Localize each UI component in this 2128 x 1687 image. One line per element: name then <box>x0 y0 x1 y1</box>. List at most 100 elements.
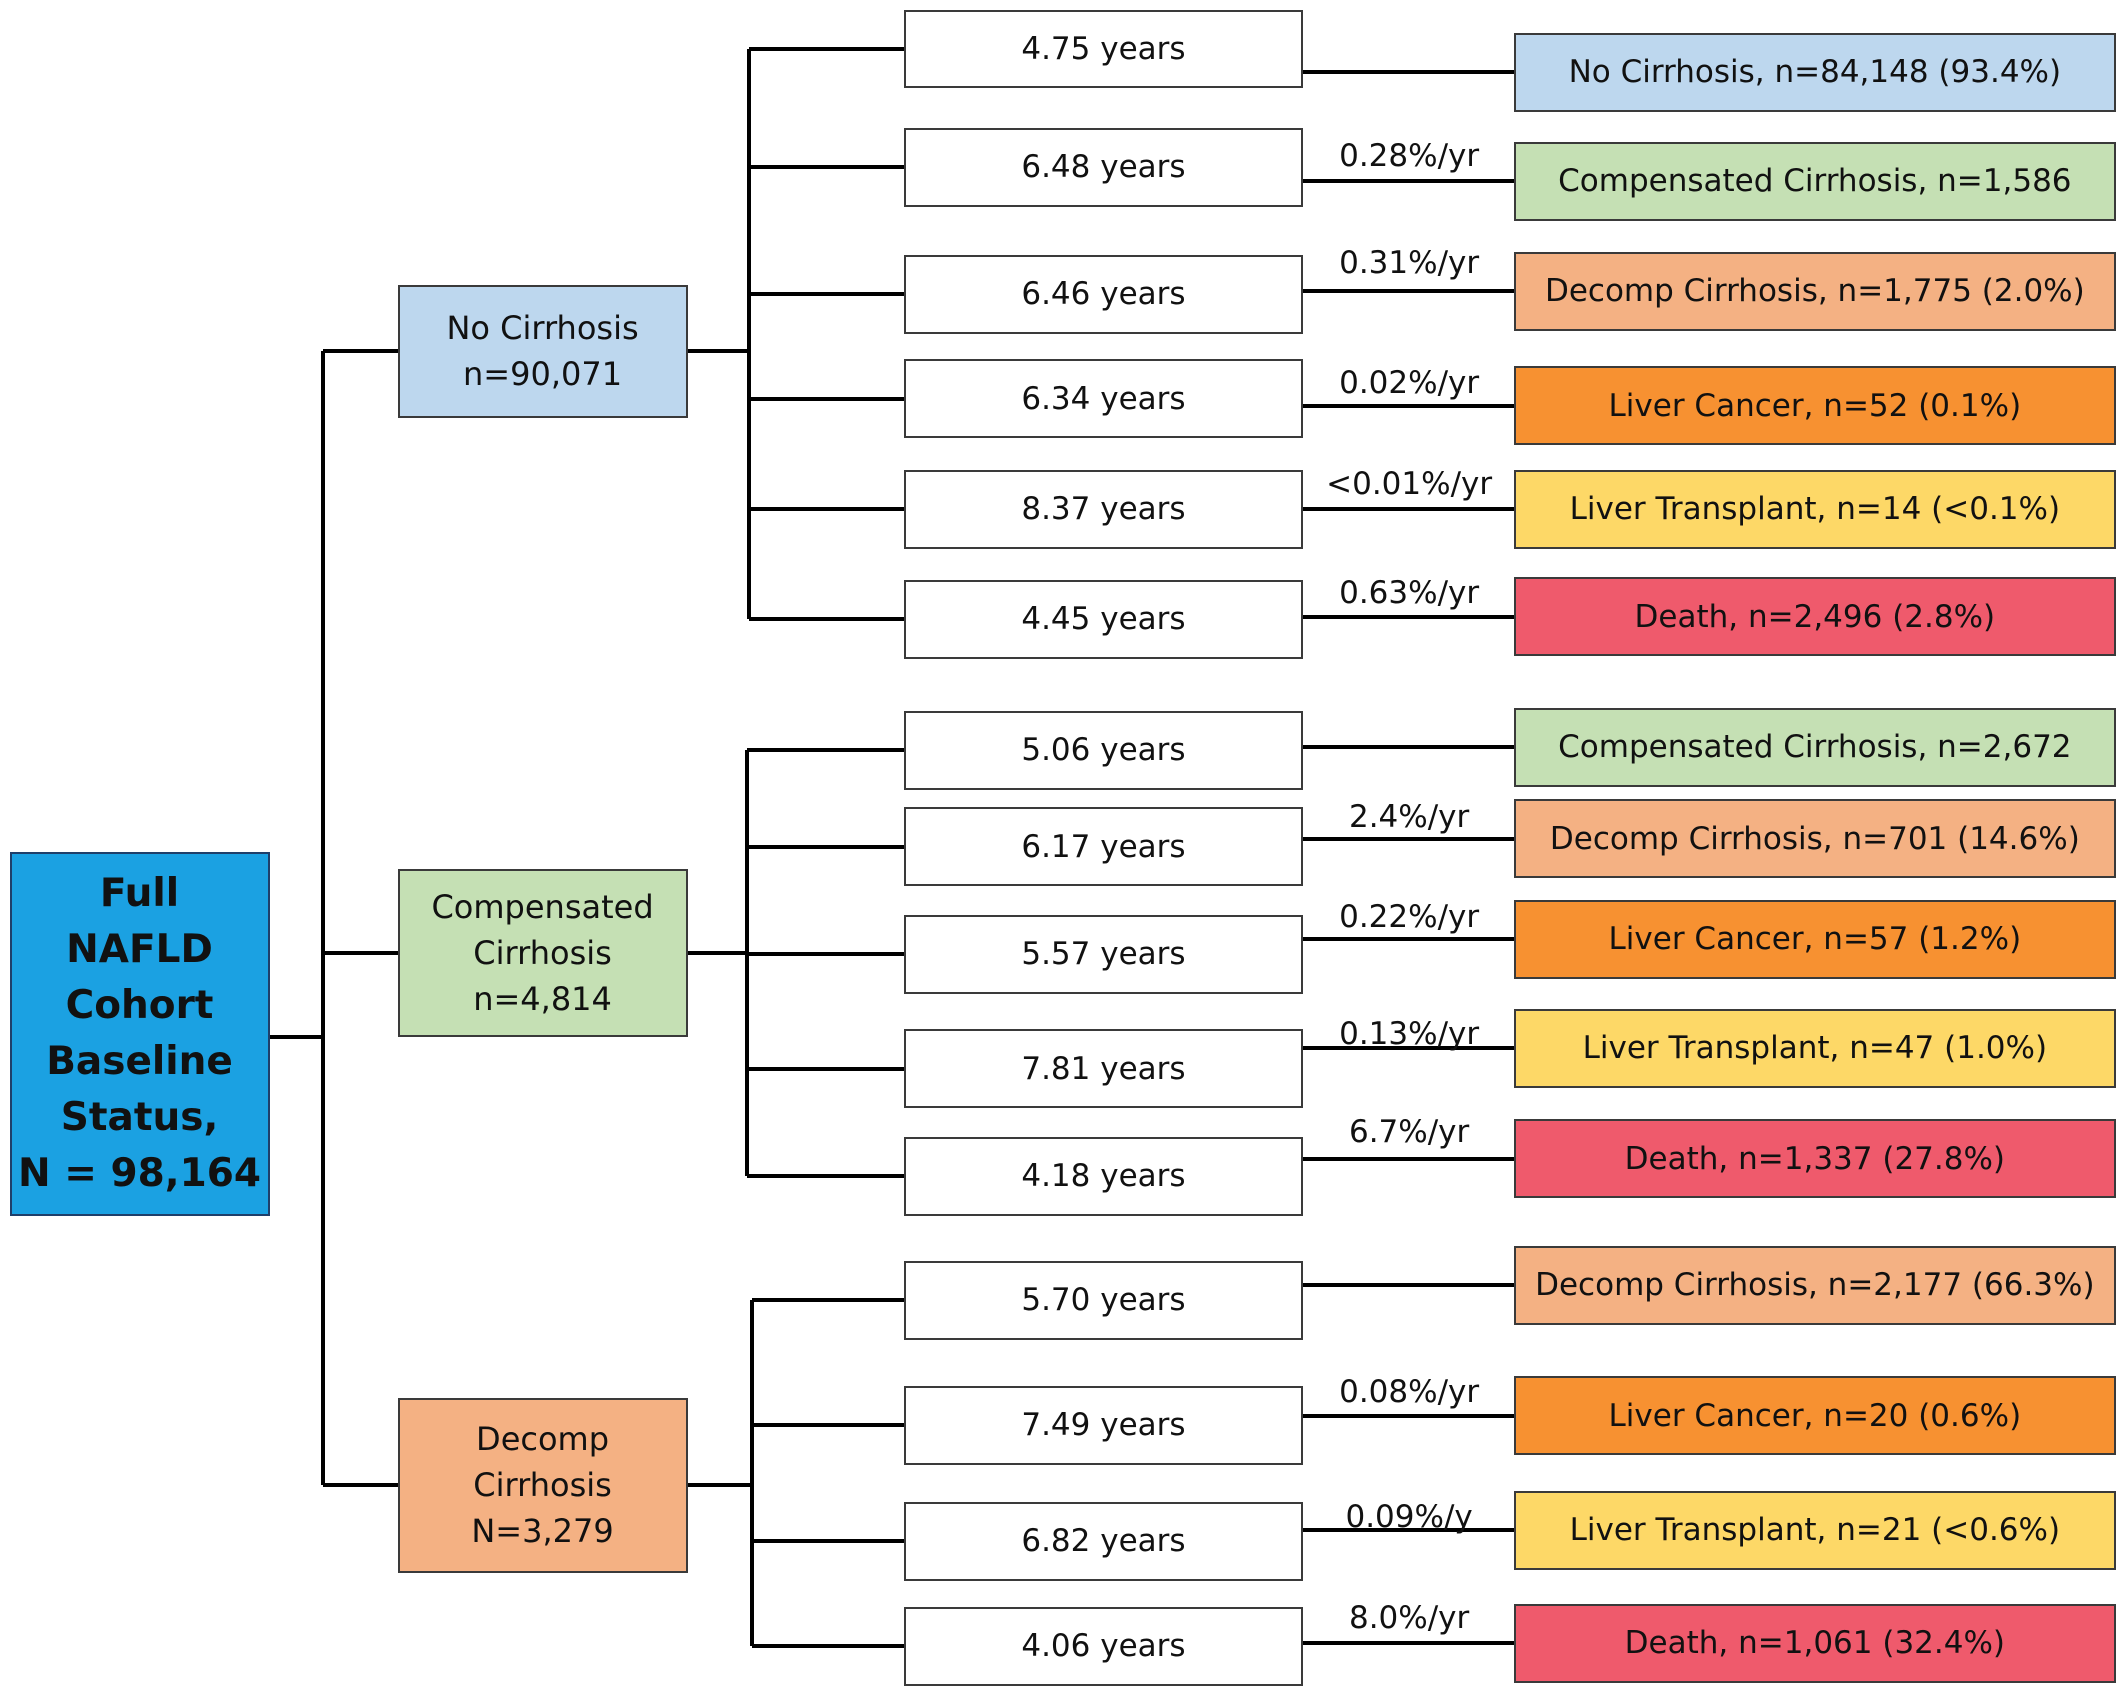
duration-box: 6.82 years <box>904 1501 1303 1581</box>
bus-to-duration-line <box>747 748 905 753</box>
duration-box: 5.70 years <box>904 1260 1303 1340</box>
bus-to-duration-line <box>748 292 905 297</box>
box-text-line: NAFLD <box>66 927 213 973</box>
duration-label: 5.70 years <box>1021 1282 1186 1319</box>
outcome-label: Death, n=2,496 (2.8%) <box>1634 598 1996 635</box>
group-to-bus-line <box>687 349 749 354</box>
annual-rate-label: <0.01%/yr <box>1326 465 1493 502</box>
outcome-box: Liver Cancer, n=52 (0.1%) <box>1513 366 2116 446</box>
box-text-line: Cirrhosis <box>473 934 612 973</box>
outcome-label: Liver Cancer, n=57 (1.2%) <box>1608 921 2022 958</box>
trunk-branch-line <box>322 1483 398 1488</box>
duration-to-outcome-line <box>1302 937 1514 942</box>
duration-box: 6.48 years <box>904 127 1303 207</box>
duration-to-outcome-line <box>1302 1641 1514 1646</box>
outcome-box: Liver Transplant, n=14 (<0.1%) <box>1513 469 2116 549</box>
outcome-label: Decomp Cirrhosis, n=1,775 (2.0%) <box>1544 273 2085 310</box>
bus-to-duration-line <box>751 1423 905 1428</box>
duration-label: 4.18 years <box>1021 1158 1186 1195</box>
duration-box: 7.81 years <box>904 1029 1303 1109</box>
duration-box: 6.17 years <box>904 807 1303 887</box>
box-text-line: n=4,814 <box>473 980 612 1019</box>
box-text-line: Baseline <box>46 1039 233 1085</box>
duration-box: 6.34 years <box>904 359 1303 439</box>
trunk-branch-line <box>322 349 398 354</box>
bus-to-duration-line <box>747 844 905 849</box>
outcome-box: Decomp Cirrhosis, n=701 (14.6%) <box>1513 799 2116 879</box>
outcome-label: Compensated Cirrhosis, n=2,672 <box>1558 729 2072 766</box>
bus-to-duration-line <box>748 165 905 170</box>
outcome-label: Death, n=1,061 (32.4%) <box>1624 1625 2006 1662</box>
duration-box: 4.18 years <box>904 1136 1303 1216</box>
duration-to-outcome-line <box>1302 289 1514 294</box>
duration-box: 7.49 years <box>904 1385 1303 1465</box>
box-text-line: Compensated <box>431 888 654 927</box>
group-bus-line <box>745 750 750 1177</box>
outcome-box: Liver Transplant, n=47 (1.0%) <box>1513 1008 2116 1088</box>
duration-label: 6.48 years <box>1021 149 1186 186</box>
box-text-line: Status, <box>60 1095 219 1141</box>
duration-label: 4.75 years <box>1021 30 1186 67</box>
box-text-line: No Cirrhosis <box>446 309 639 348</box>
bus-to-duration-line <box>751 1539 905 1544</box>
outcome-box: Death, n=1,337 (27.8%) <box>1513 1119 2116 1199</box>
outcome-label: No Cirrhosis, n=84,148 (93.4%) <box>1568 54 2062 91</box>
outcome-label: Compensated Cirrhosis, n=1,586 <box>1558 163 2072 200</box>
duration-box: 4.45 years <box>904 579 1303 659</box>
annual-rate-label: 0.09%/y <box>1345 1498 1473 1535</box>
outcome-box: Death, n=1,061 (32.4%) <box>1513 1603 2116 1683</box>
outcome-label: Decomp Cirrhosis, n=701 (14.6%) <box>1549 820 2080 857</box>
box-text-line: n=90,071 <box>463 355 623 394</box>
outcome-label: Liver Cancer, n=20 (0.6%) <box>1608 1397 2022 1434</box>
box-text-line: Cohort <box>65 983 214 1029</box>
duration-to-outcome-line <box>1302 403 1514 408</box>
annual-rate-label: 0.02%/yr <box>1339 364 1480 401</box>
box-text-line: Decomp <box>476 1420 610 1459</box>
duration-label: 8.37 years <box>1021 491 1186 528</box>
group-to-bus-line <box>687 951 748 956</box>
duration-box: 5.57 years <box>904 914 1303 994</box>
outcome-box: Liver Transplant, n=21 (<0.6%) <box>1513 1490 2116 1570</box>
duration-to-outcome-line <box>1302 179 1514 184</box>
duration-to-outcome-line <box>1302 1528 1514 1533</box>
duration-to-outcome-line <box>1302 70 1514 75</box>
bus-to-duration-line <box>747 1066 905 1071</box>
annual-rate-label: 6.7%/yr <box>1348 1113 1470 1150</box>
bus-to-duration-line <box>748 47 905 51</box>
duration-label: 6.46 years <box>1021 276 1186 313</box>
annual-rate-label: 0.08%/yr <box>1339 1373 1480 1410</box>
outcome-box: Compensated Cirrhosis, n=1,586 <box>1513 141 2116 221</box>
outcome-label: Decomp Cirrhosis, n=2,177 (66.3%) <box>1535 1267 2095 1304</box>
duration-label: 4.06 years <box>1021 1628 1186 1665</box>
duration-to-outcome-line <box>1302 507 1514 512</box>
annual-rate-label: 0.22%/yr <box>1339 898 1480 935</box>
duration-to-outcome-line <box>1302 1156 1514 1161</box>
bus-to-duration-line <box>751 1298 905 1303</box>
annual-rate-label: 8.0%/yr <box>1348 1599 1470 1636</box>
outcome-box: Liver Cancer, n=57 (1.2%) <box>1513 899 2116 979</box>
annual-rate-label: 0.28%/yr <box>1339 137 1480 174</box>
outcome-box: No Cirrhosis, n=84,148 (93.4%) <box>1513 32 2116 112</box>
outcome-box: Liver Cancer, n=20 (0.6%) <box>1513 1376 2116 1456</box>
duration-to-outcome-line <box>1302 745 1514 750</box>
box-text-line: N = 98,164 <box>18 1151 262 1197</box>
group-box: No Cirrhosis n=90,071 <box>397 284 688 418</box>
annual-rate-label: 0.63%/yr <box>1339 574 1480 611</box>
bus-to-duration-line <box>751 1644 905 1649</box>
bus-to-duration-line <box>747 952 905 957</box>
outcome-box: Compensated Cirrhosis, n=2,672 <box>1513 707 2116 787</box>
outcome-box: Death, n=2,496 (2.8%) <box>1513 577 2116 657</box>
duration-to-outcome-line <box>1302 1413 1514 1418</box>
duration-box: 5.06 years <box>904 710 1303 790</box>
bus-to-duration-line <box>747 1174 905 1179</box>
group-to-bus-line <box>687 1483 752 1488</box>
bus-to-duration-line <box>748 507 905 512</box>
duration-label: 5.06 years <box>1021 732 1186 769</box>
duration-label: 5.57 years <box>1021 936 1186 973</box>
outcome-label: Liver Transplant, n=21 (<0.6%) <box>1569 1512 2061 1549</box>
group-bus-line <box>746 49 751 620</box>
duration-label: 7.81 years <box>1021 1050 1186 1087</box>
outcome-label: Liver Transplant, n=14 (<0.1%) <box>1569 491 2061 528</box>
